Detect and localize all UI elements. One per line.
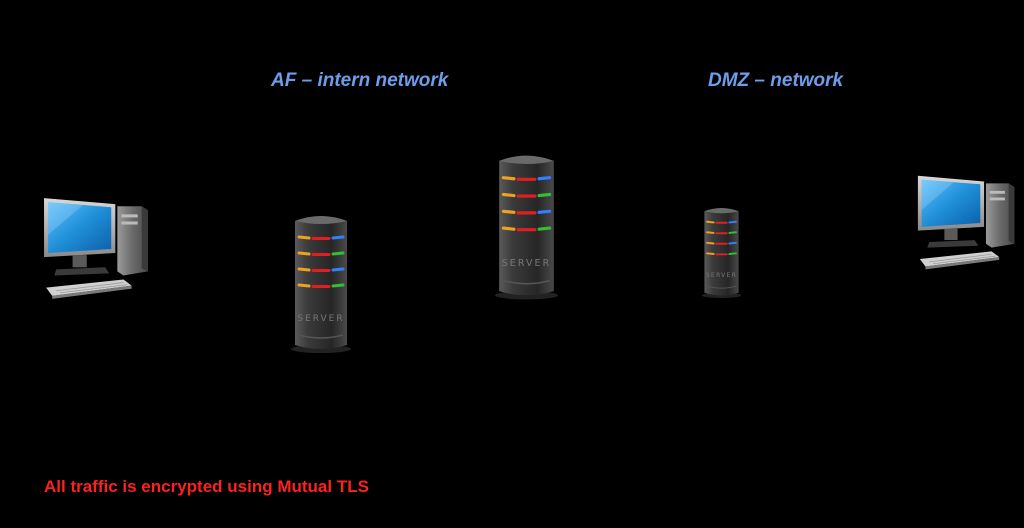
desktop-computer-icon	[43, 197, 149, 300]
dmz-network-label: DMZ – network	[708, 70, 844, 91]
internal-server-node	[290, 213, 352, 353]
client-right-node	[916, 170, 1020, 278]
server-tower-icon	[495, 154, 558, 300]
dmz-server-node	[689, 206, 754, 298]
encryption-footnote: All traffic is encrypted using Mutual TL…	[44, 477, 369, 496]
desktop-computer-icon	[917, 175, 1015, 270]
client-left-node	[42, 194, 154, 306]
server-tower-icon	[700, 206, 743, 298]
internal-network-label: AF – intern network	[271, 70, 449, 91]
central-server-node	[495, 152, 558, 300]
server-tower-icon	[290, 214, 352, 353]
